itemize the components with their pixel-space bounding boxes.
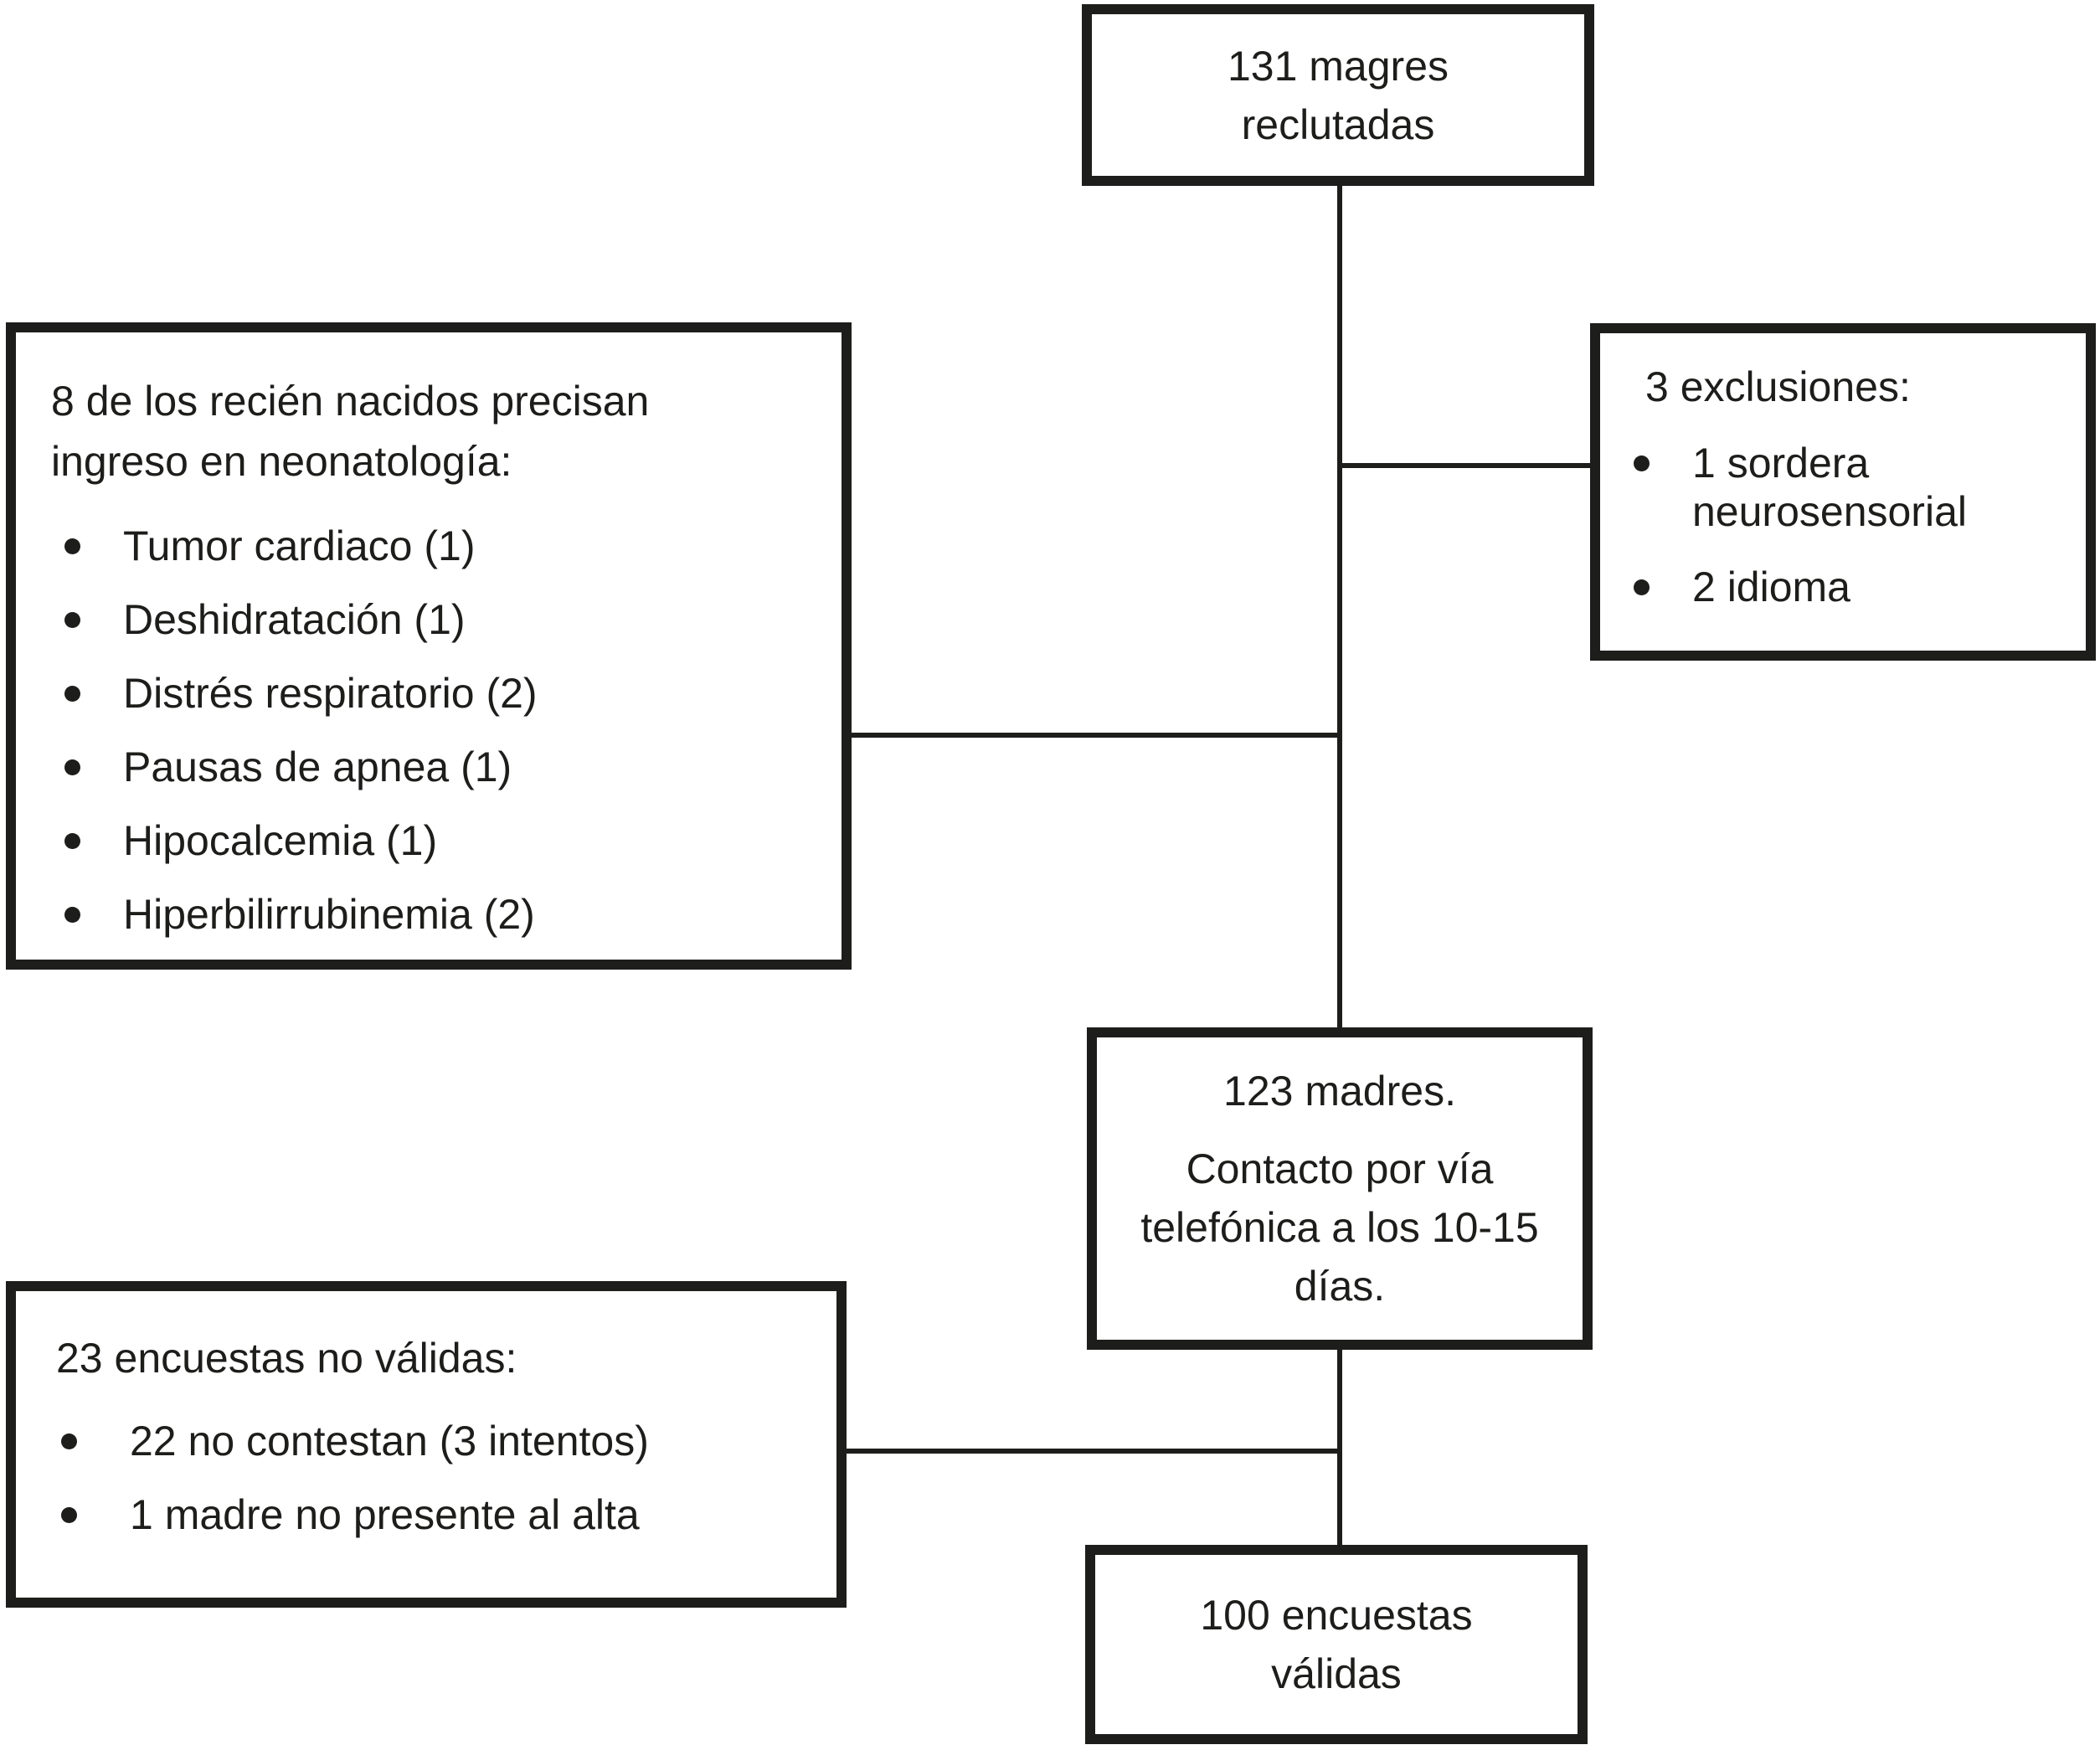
nicu-title-line-1: 8 de los recién nacidos precisan: [51, 378, 650, 425]
list-item-label: 22 no contestan (3 intentos): [130, 1418, 649, 1464]
list-item-label: Tumor cardiaco (1): [123, 522, 476, 569]
list-item: 2 idioma: [1634, 563, 2066, 611]
connector-nicu: [852, 733, 1340, 738]
list-item-label: Hipocalcemia (1): [123, 817, 438, 864]
box-mothers-contacted: 123 madres. Contacto por vía telefónica …: [1087, 1027, 1593, 1350]
bullet-icon: [1634, 579, 1650, 595]
mothers-line-2: Contacto por vía telefónica a los 10-15 …: [1140, 1145, 1539, 1310]
bullet-icon: [64, 686, 80, 702]
exclusions-title: 3 exclusiones:: [1645, 363, 1911, 410]
recruited-line-1: 131 magres: [1227, 42, 1449, 90]
mothers-line-1: 123 madres.: [1223, 1068, 1456, 1114]
list-item: Distrés respiratorio (2): [51, 669, 816, 718]
recruited-line-2: reclutadas: [1241, 100, 1435, 148]
box-valid-surveys: 100 encuestas válidas: [1085, 1545, 1588, 1744]
connector-invalid: [847, 1449, 1340, 1454]
bullet-icon: [64, 759, 80, 775]
connector-exclusions: [1340, 463, 1590, 468]
bullet-icon: [61, 1507, 77, 1523]
list-item-label: Deshidratación (1): [123, 596, 466, 643]
connector-recruited-to-mothers: [1337, 186, 1342, 1027]
list-item-label: 2 idioma: [1692, 564, 1850, 610]
valid-line-1: 100 encuestas: [1200, 1592, 1473, 1639]
list-item-label: 1 sordera neurosensorial: [1692, 440, 1967, 535]
list-item: Deshidratación (1): [51, 595, 816, 644]
list-item: 1 madre no presente al alta: [56, 1490, 811, 1539]
list-item-label: Pausas de apnea (1): [123, 744, 512, 790]
bullet-icon: [64, 612, 80, 628]
box-recruited: 131 magres reclutadas: [1082, 4, 1594, 186]
bullet-icon: [61, 1433, 77, 1449]
list-item: 1 sordera neurosensorial: [1634, 439, 2066, 536]
bullet-icon: [64, 907, 80, 923]
box-nicu-admissions: 8 de los recién nacidos precisan ingreso…: [6, 322, 852, 970]
valid-line-2: válidas: [1271, 1650, 1402, 1697]
list-item: 22 no contestan (3 intentos): [56, 1417, 811, 1465]
box-invalid-surveys: 23 encuestas no válidas: 22 no contestan…: [6, 1281, 847, 1608]
list-item: Tumor cardiaco (1): [51, 522, 816, 570]
invalid-bullet-list: 22 no contestan (3 intentos) 1 madre no …: [56, 1417, 811, 1539]
bullet-icon: [64, 538, 80, 554]
nicu-title-line-2: ingreso en neonatología:: [51, 438, 512, 485]
list-item: Hipocalcemia (1): [51, 816, 816, 865]
list-item: Pausas de apnea (1): [51, 743, 816, 791]
bullet-icon: [1634, 456, 1650, 471]
list-item-label: Hiperbilirrubinemia (2): [123, 891, 535, 938]
list-item-label: Distrés respiratorio (2): [123, 670, 538, 717]
bullet-icon: [64, 833, 80, 849]
exclusions-bullet-list: 1 sordera neurosensorial 2 idioma: [1634, 439, 2066, 611]
box-exclusions: 3 exclusiones: 1 sordera neurosensorial …: [1590, 323, 2096, 661]
list-item-label: 1 madre no presente al alta: [130, 1491, 640, 1538]
nicu-title: 8 de los recién nacidos precisan ingreso…: [51, 371, 816, 492]
connector-mothers-to-valid: [1337, 1350, 1342, 1545]
invalid-title: 23 encuestas no válidas:: [56, 1335, 517, 1382]
nicu-bullet-list: Tumor cardiaco (1) Deshidratación (1) Di…: [51, 522, 816, 939]
list-item: Hiperbilirrubinemia (2): [51, 890, 816, 939]
